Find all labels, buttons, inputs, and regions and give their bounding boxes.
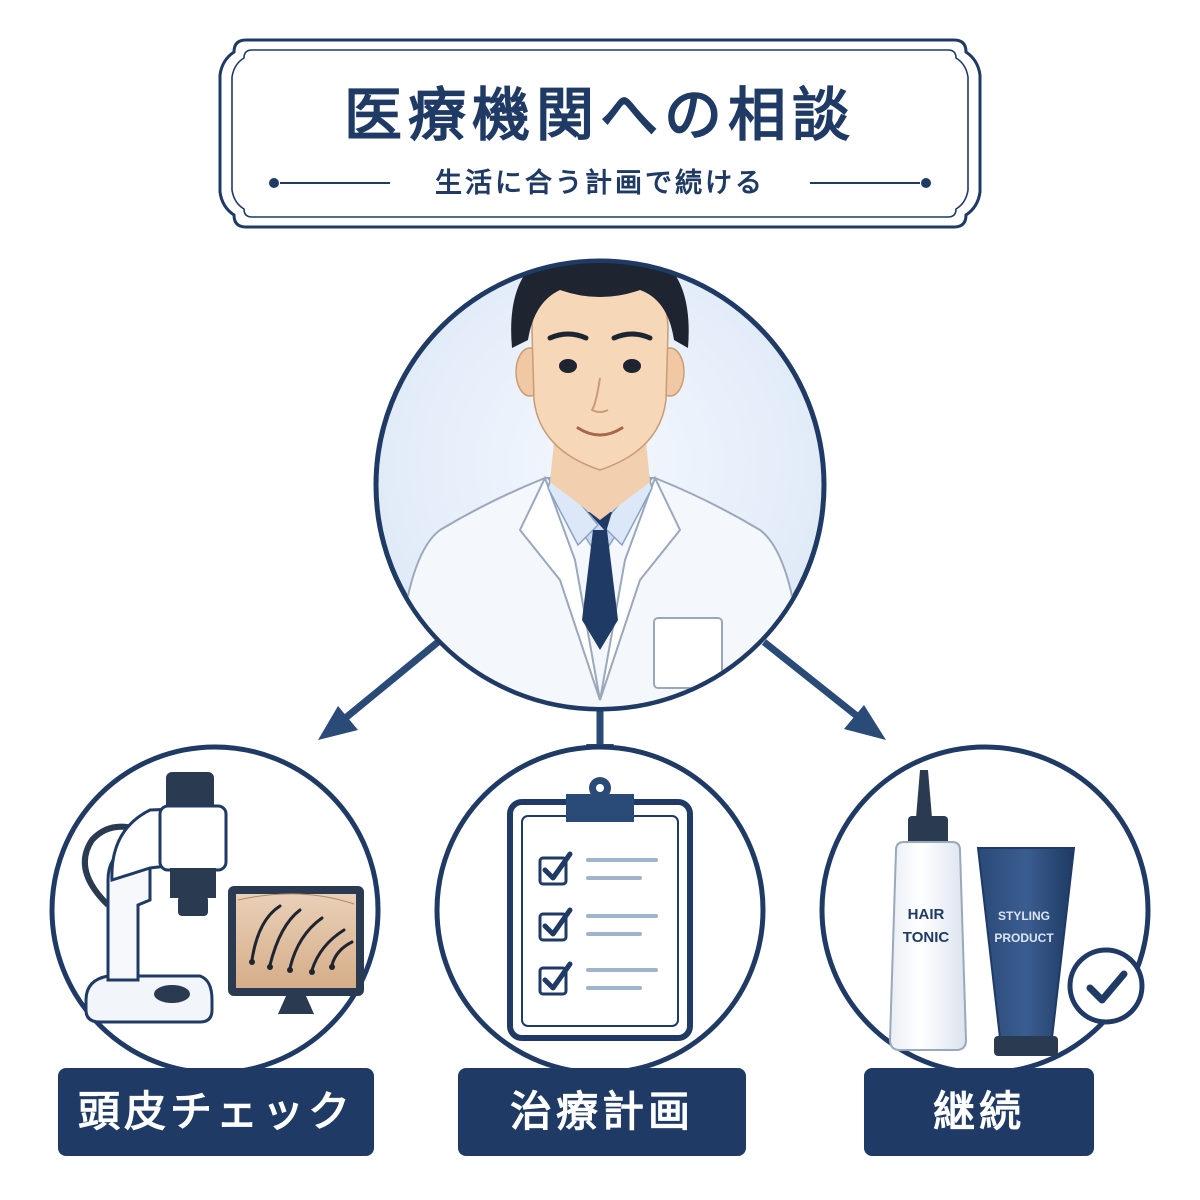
doctor-portrait [373,258,827,712]
page-subtitle: 生活に合う計画で続ける [435,168,765,199]
hair-tonic-label: HAIR TONIC [902,906,950,946]
title-frame [218,38,982,229]
scalp-check-illustration [49,744,381,1076]
products-illustration [819,744,1151,1076]
checklist [538,851,658,996]
step-label-continuation: 継続 [864,1068,1094,1156]
step-label-scalp-check: 頭皮チェック [58,1068,374,1156]
styling-product-label: STYLING PRODUCT [994,909,1054,945]
step-label-treatment-plan: 治療計画 [458,1068,746,1156]
clipboard-illustration [434,744,766,1076]
page-title: 医療機関への相談 [343,81,856,149]
